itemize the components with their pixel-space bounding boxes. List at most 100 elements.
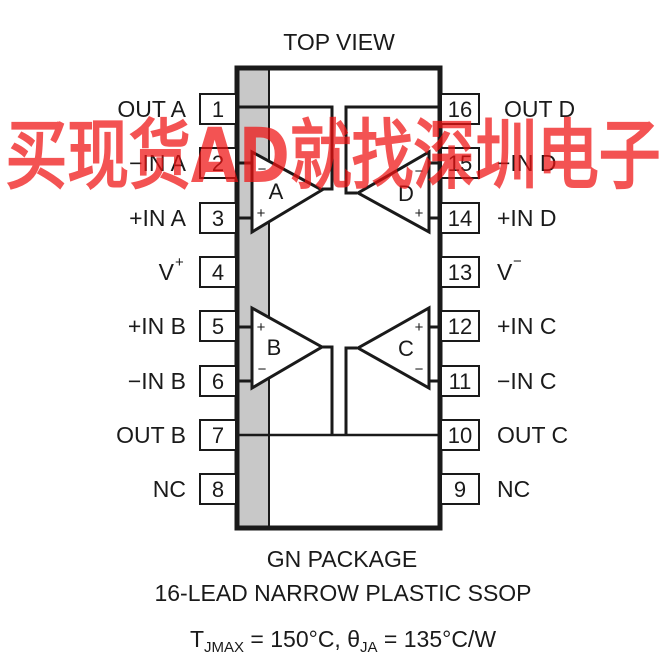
amplifier-d-name: D <box>398 181 414 206</box>
package-description: 16-LEAD NARROW PLASTIC SSOP <box>154 580 531 606</box>
pin-box <box>440 93 480 125</box>
pin-label: +IN D <box>497 205 556 231</box>
wire-out-b <box>322 345 334 435</box>
amplifier-b: B + − <box>250 305 326 391</box>
pin-box <box>199 202 237 234</box>
amplifier-a-bottom-sign: + <box>257 205 266 222</box>
pin-label: V <box>159 259 175 285</box>
package-name: GN PACKAGE <box>267 546 417 572</box>
watermark-text: 买现货AD就找深圳电子 <box>6 111 661 200</box>
wire-inplus-b <box>237 325 254 329</box>
pin-label: −IN C <box>497 368 556 394</box>
theta-subscript: JA <box>360 639 378 656</box>
amplifier-c-bottom-sign: − <box>415 361 424 378</box>
pin-label: NC <box>153 476 186 502</box>
pin-box <box>199 256 237 288</box>
pin-15: 15 −IN D <box>440 147 556 179</box>
pin-box <box>440 256 480 288</box>
pin-number: 16 <box>448 97 472 122</box>
pin-number: 8 <box>212 477 224 502</box>
package-outline <box>234 65 443 531</box>
amplifier-d-top-sign: − <box>415 163 424 180</box>
pin-box <box>199 419 237 451</box>
package-body <box>234 65 443 531</box>
pin-number: 6 <box>212 369 224 394</box>
amplifier-a-name: A <box>269 179 284 204</box>
pin-label: NC <box>497 476 530 502</box>
pin-8: 8 NC <box>153 473 237 505</box>
pin-label-superscript: − <box>513 253 522 270</box>
amplifier-d-triangle <box>354 149 431 235</box>
amplifier-a: A − + <box>250 149 326 235</box>
tjmax-subscript: JMAX <box>204 639 244 656</box>
tjmax-symbol: T <box>190 626 204 652</box>
pin-label-superscript: + <box>175 254 184 271</box>
pin-label: −IN A <box>129 150 187 176</box>
pin-number: 13 <box>448 260 472 285</box>
pin-label: −IN D <box>497 150 556 176</box>
pin-number: 7 <box>212 423 224 448</box>
internal-wiring <box>237 105 440 435</box>
pin-number: 1 <box>212 97 224 122</box>
amplifier-b-bottom-sign: − <box>258 361 267 378</box>
pin-1: 1 OUT A <box>117 93 237 125</box>
amplifier-b-top-sign: + <box>257 319 266 336</box>
pin-number: 10 <box>448 423 472 448</box>
pin-4: 4 V + <box>159 254 237 288</box>
wire-out-c <box>344 346 357 435</box>
pin-13: 13 V − <box>440 253 522 288</box>
wire-out-a <box>237 105 334 191</box>
pin-14: 14 +IN D <box>440 202 556 234</box>
pin-5: 5 +IN B <box>128 310 237 342</box>
pin-10: 10 OUT C <box>440 419 568 451</box>
pin-label: OUT B <box>116 422 186 448</box>
right-pins: 16 OUT D 15 −IN D 14 +IN D 13 V − 12 +IN… <box>440 93 575 505</box>
pin-number: 2 <box>212 151 224 176</box>
theta-value: = 135°C/W <box>378 626 497 652</box>
pin-11: 11 −IN C <box>440 365 556 397</box>
pin-box <box>199 365 237 397</box>
pin-label: V <box>497 259 513 285</box>
pin-box <box>440 310 480 342</box>
pin-2: 2 −IN A <box>129 147 237 179</box>
pin-label: OUT C <box>497 422 568 448</box>
pin1-indicator-stripe <box>237 68 269 528</box>
amplifier-b-triangle <box>250 305 326 391</box>
pin-label: OUT A <box>117 96 186 122</box>
pin-box <box>199 147 237 179</box>
pin-box <box>199 310 237 342</box>
top-view-title: TOP VIEW <box>283 29 395 55</box>
amplifier-c: C + − <box>354 305 431 391</box>
tjmax-value: = 150°C, <box>244 626 347 652</box>
pin-box <box>440 147 480 179</box>
pin-box <box>440 419 480 451</box>
pin-box <box>199 93 237 125</box>
amplifier-b-name: B <box>267 335 282 360</box>
pin-number: 12 <box>448 314 472 339</box>
amplifier-c-triangle <box>354 305 431 391</box>
pin-label: −IN B <box>128 368 186 394</box>
pin-6: 6 −IN B <box>128 365 237 397</box>
amplifier-c-name: C <box>398 336 414 361</box>
wire-inplus-c <box>427 325 440 329</box>
pin-number: 9 <box>454 477 466 502</box>
pin-3: 3 +IN A <box>129 202 237 234</box>
amplifier-a-triangle <box>250 149 326 235</box>
pin-number: 11 <box>449 369 472 394</box>
pin-label: OUT D <box>504 96 575 122</box>
pin-12: 12 +IN C <box>440 310 556 342</box>
pin-number: 3 <box>212 206 224 231</box>
pin-box <box>199 473 237 505</box>
amplifier-c-top-sign: + <box>415 319 424 336</box>
pin-label: +IN B <box>128 313 186 339</box>
pin-label: +IN A <box>129 205 187 231</box>
pin-9: 9 NC <box>440 473 530 505</box>
thermal-spec: TJMAX = 150°C, θJA = 135°C/W <box>190 626 496 656</box>
left-pins: 1 OUT A 2 −IN A 3 +IN A 4 V + 5 +IN B 6 … <box>116 93 237 505</box>
pin-number: 5 <box>212 314 224 339</box>
pin-number: 14 <box>448 206 472 231</box>
pin-number: 4 <box>212 260 224 285</box>
amplifier-d: D − + <box>354 149 431 235</box>
